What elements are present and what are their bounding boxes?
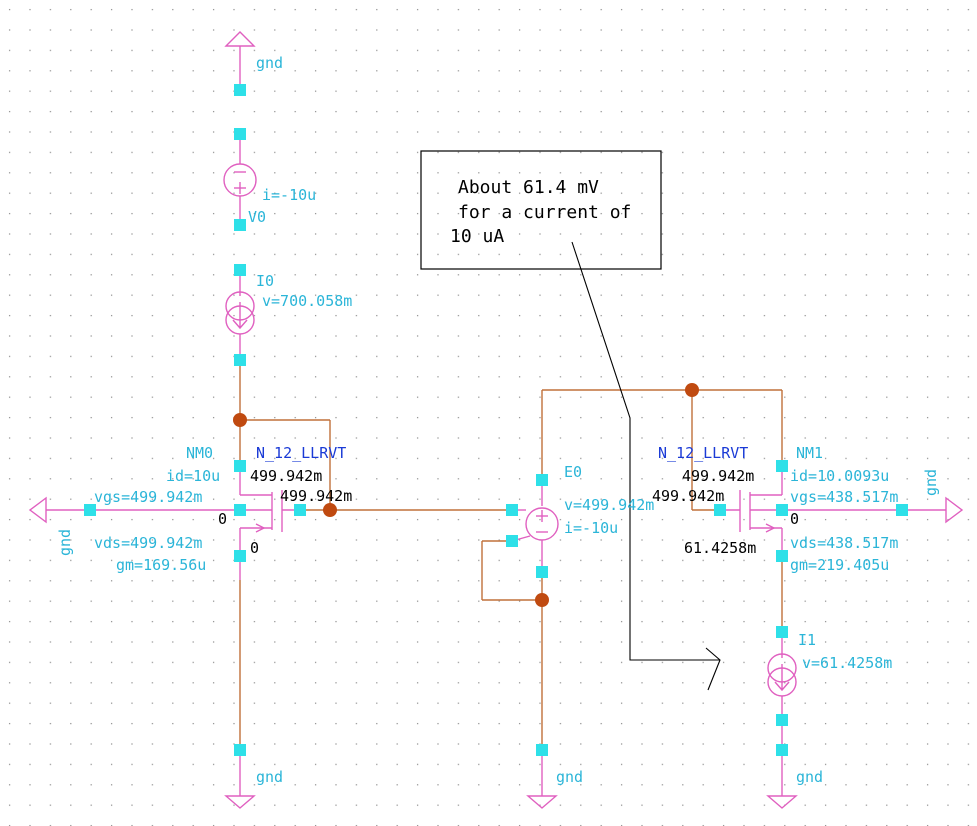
nm0-gate-node-label: 499.942m bbox=[280, 487, 352, 505]
nm1-gm-label: gm=219.405u bbox=[790, 556, 889, 574]
gnd-label-top: gnd bbox=[256, 54, 283, 72]
nm1-source-node-label: 61.4258m bbox=[684, 539, 756, 557]
nm1-model-label: N_12_LLRVT bbox=[658, 444, 748, 462]
nm0-vgs-label: vgs=499.942m bbox=[94, 488, 202, 506]
gnd-label-i1: gnd bbox=[796, 768, 823, 786]
pins bbox=[84, 84, 908, 756]
note-line-1: About 61.4 mV bbox=[458, 177, 599, 198]
note-arrow bbox=[571, 241, 721, 691]
nm1-drain-node-label: 499.942m bbox=[682, 467, 754, 485]
nm1-vds-label: vds=438.517m bbox=[790, 534, 898, 552]
nm0-model-label: N_12_LLRVT bbox=[256, 444, 346, 462]
node-dots bbox=[233, 383, 699, 607]
nm1-id-label: id=10.0093u bbox=[790, 467, 889, 485]
nm0-name-label: NM0 bbox=[186, 444, 213, 462]
gnd-e0-bottom[interactable] bbox=[526, 750, 558, 809]
note-annotation[interactable]: About 61.4 mV for a current of 10 uA bbox=[420, 150, 662, 270]
gnd-nm0-bottom[interactable] bbox=[224, 750, 256, 809]
nm0-bulk-label: 0 bbox=[218, 510, 227, 528]
note-line-3: 10 uA bbox=[450, 226, 504, 247]
nm0-vds-label: vds=499.942m bbox=[94, 534, 202, 552]
nm0-gm-label: gm=169.56u bbox=[116, 556, 206, 574]
e0-current-label: i=-10u bbox=[564, 519, 618, 537]
nm0-drain-node-label: 499.942m bbox=[250, 467, 322, 485]
nm1-vgs-label: vgs=438.517m bbox=[790, 488, 898, 506]
gnd-label-nm0: gnd bbox=[256, 768, 283, 786]
gnd-top[interactable] bbox=[224, 31, 256, 90]
nm1-gate-node-label: 499.942m bbox=[652, 487, 724, 505]
e0-voltage-label: v=499.942m bbox=[564, 496, 654, 514]
node-dot bbox=[233, 413, 247, 427]
i1-name-label: I1 bbox=[798, 631, 816, 649]
gnd-right[interactable] bbox=[782, 496, 964, 524]
nm1-bulk-label: 0 bbox=[790, 510, 799, 528]
gnd-left[interactable] bbox=[28, 496, 240, 524]
note-line-2: for a current of bbox=[458, 202, 631, 223]
i1-voltage-label: v=61.4258m bbox=[802, 654, 892, 672]
gnd-i1-bottom[interactable] bbox=[766, 750, 798, 809]
gnd-label-left: gnd bbox=[56, 529, 74, 556]
gnd-label-e0: gnd bbox=[556, 768, 583, 786]
i0-voltage-label: v=700.058m bbox=[262, 292, 352, 310]
node-dot bbox=[323, 503, 337, 517]
nm0-source-label: 0 bbox=[250, 539, 259, 557]
v0-name-label: V0 bbox=[248, 208, 266, 226]
e0-name-label: E0 bbox=[564, 463, 582, 481]
i0-name-label: I0 bbox=[256, 272, 274, 290]
v0-current-label: i=-10u bbox=[262, 186, 316, 204]
node-dot bbox=[535, 593, 549, 607]
nm1-name-label: NM1 bbox=[796, 444, 823, 462]
gnd-label-right: gnd bbox=[922, 469, 940, 496]
node-dot bbox=[685, 383, 699, 397]
nm0-id-label: id=10u bbox=[166, 467, 220, 485]
